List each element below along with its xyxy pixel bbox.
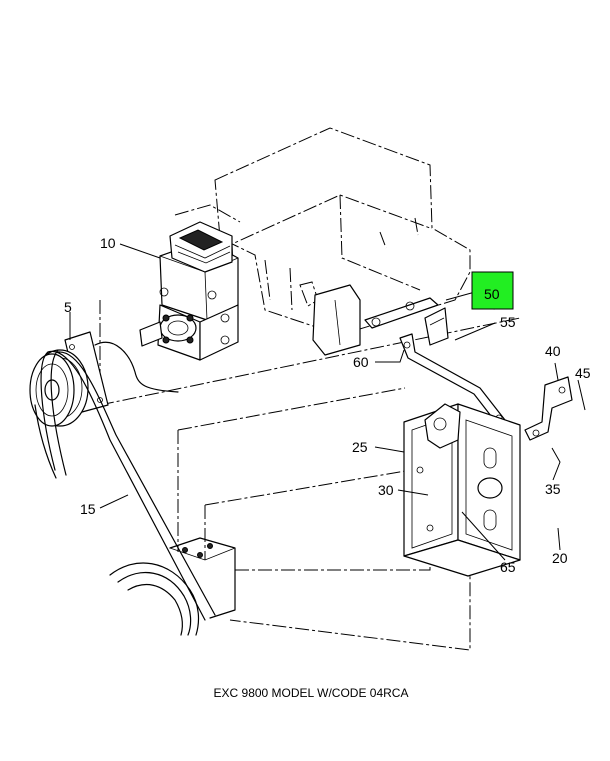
callout-55[interactable]: 55: [500, 314, 516, 330]
callout-35[interactable]: 35: [545, 481, 561, 497]
mounting-bracket-25: [403, 403, 521, 577]
callout-30[interactable]: 30: [378, 482, 394, 498]
callout-65[interactable]: 65: [500, 559, 516, 575]
callout-15[interactable]: 15: [80, 501, 96, 517]
callout-25[interactable]: 25: [352, 439, 368, 455]
leader-lines: [69, 243, 586, 561]
bracket-50-55: [312, 284, 449, 356]
callout-5[interactable]: 5: [64, 299, 72, 315]
callout-45[interactable]: 45: [575, 365, 591, 381]
compressor-assembly: [139, 221, 239, 361]
drive-belt: [34, 349, 216, 621]
callout-40[interactable]: 40: [545, 343, 561, 359]
callout-10[interactable]: 10: [100, 235, 116, 251]
callout-60[interactable]: 60: [353, 354, 369, 370]
callouts: 10 5 15 50 55 60 40 45 25 30 35 20 65: [64, 235, 591, 575]
pulley-assembly: [29, 331, 179, 427]
crank-pulley: [109, 537, 236, 636]
diagram-caption: EXC 9800 MODEL W/CODE 04RCA: [214, 686, 409, 700]
callout-50-highlight: [471, 271, 514, 310]
callout-50[interactable]: 50: [484, 286, 500, 302]
callout-20[interactable]: 20: [552, 550, 568, 566]
